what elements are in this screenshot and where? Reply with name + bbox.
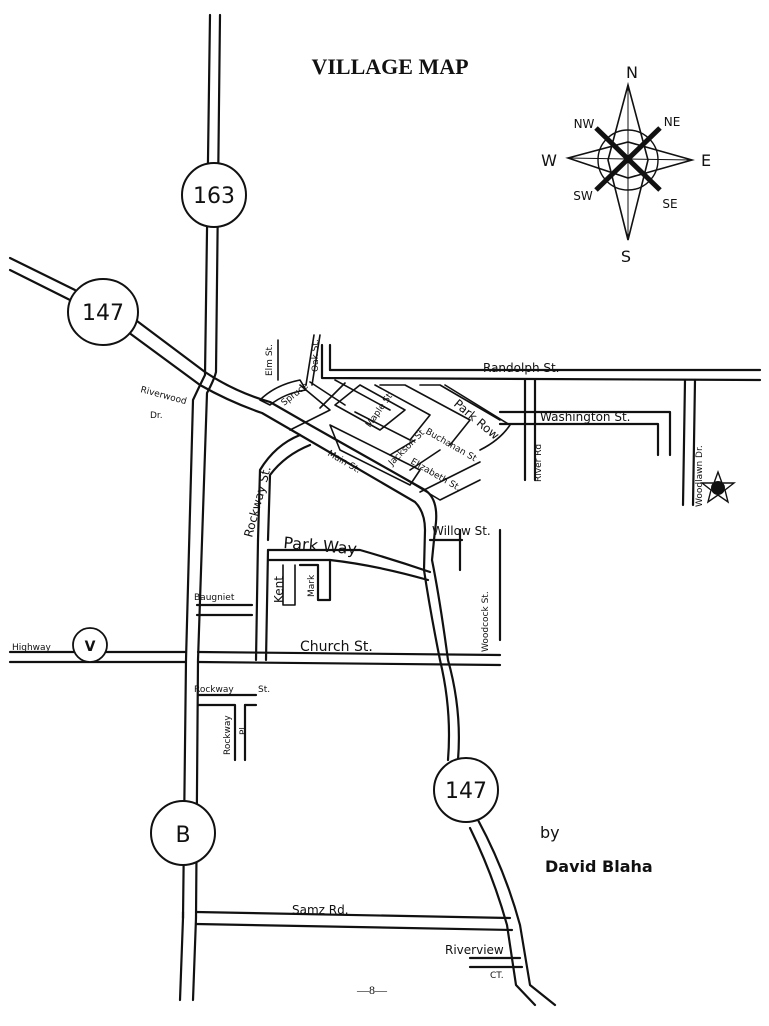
- label-river-rd: River Rd: [534, 444, 544, 482]
- compass-sw: SW: [573, 189, 593, 203]
- label-main: Main St.: [326, 449, 363, 476]
- label-riverwood: Riverwood: [139, 385, 187, 407]
- label-baugniet: Baugniet: [194, 593, 235, 603]
- washington-street: [498, 378, 697, 507]
- compass-rose-icon: N NE E SE S SW W NW: [541, 63, 711, 266]
- label-mark: Mark: [307, 574, 317, 597]
- location-star-icon: [699, 469, 737, 504]
- highway-163-road: [178, 13, 222, 1002]
- shield-b: B: [150, 800, 216, 866]
- label-samz: Samz Rd.: [292, 903, 349, 917]
- label-park-row: Park Row: [451, 397, 502, 443]
- label-randolph: Randolph St.: [483, 361, 560, 375]
- shield-163-label: 163: [193, 184, 235, 209]
- compass-w: W: [541, 151, 557, 170]
- label-willow: Willow St.: [432, 524, 491, 538]
- page-number: —8—: [356, 983, 388, 997]
- shield-v-label: V: [85, 639, 96, 655]
- label-rockway-lower: Rockway: [194, 685, 234, 695]
- credit-author: David Blaha: [545, 857, 653, 876]
- label-highway: Highway: [12, 643, 52, 653]
- label-washington: Washington St.: [540, 410, 630, 424]
- label-elm: Elm St.: [265, 344, 275, 376]
- label-woodlawn: Woodlawn Dr.: [695, 445, 705, 507]
- compass-n: N: [626, 63, 638, 82]
- label-rockway-pl: Rockway: [223, 715, 233, 755]
- shield-b-label: B: [175, 823, 190, 848]
- label-kent: Kent: [272, 576, 286, 603]
- label-church: Church St.: [300, 639, 373, 655]
- shield-147-nw-label: 147: [82, 301, 124, 326]
- shield-147-s-label: 147: [445, 779, 487, 804]
- label-rockway-lower-st: St.: [258, 685, 270, 695]
- compass-s: S: [621, 247, 631, 266]
- shield-v: V: [72, 627, 108, 663]
- map-title: VILLAGE MAP: [311, 54, 468, 79]
- rockway-parkway: [254, 433, 502, 662]
- highway-147-road: [8, 256, 557, 1007]
- label-riverview-ct: CT.: [490, 971, 504, 981]
- shield-163: 163: [181, 162, 247, 228]
- label-riverwood-dr: Dr.: [150, 411, 163, 421]
- shield-147-s: 147: [433, 757, 499, 823]
- compass-nw: NW: [574, 117, 595, 131]
- label-park-way: Park Way: [283, 533, 358, 558]
- south-streets: [8, 603, 502, 762]
- compass-e: E: [701, 151, 711, 170]
- shield-147-nw: 147: [67, 278, 139, 346]
- label-oak: Oak St.: [311, 339, 321, 372]
- downtown-streets: [259, 334, 511, 501]
- label-rockway-pl2: Pl.: [239, 724, 249, 735]
- samz-riverview: [181, 910, 524, 969]
- label-riverview: Riverview: [445, 943, 504, 957]
- label-woodcock: Woodcock St.: [481, 591, 491, 652]
- credit-by: by: [540, 823, 560, 842]
- randolph-street: [320, 343, 762, 382]
- label-buchanan: Buchanan St: [424, 427, 479, 464]
- compass-ne: NE: [664, 115, 681, 129]
- compass-se: SE: [662, 197, 677, 211]
